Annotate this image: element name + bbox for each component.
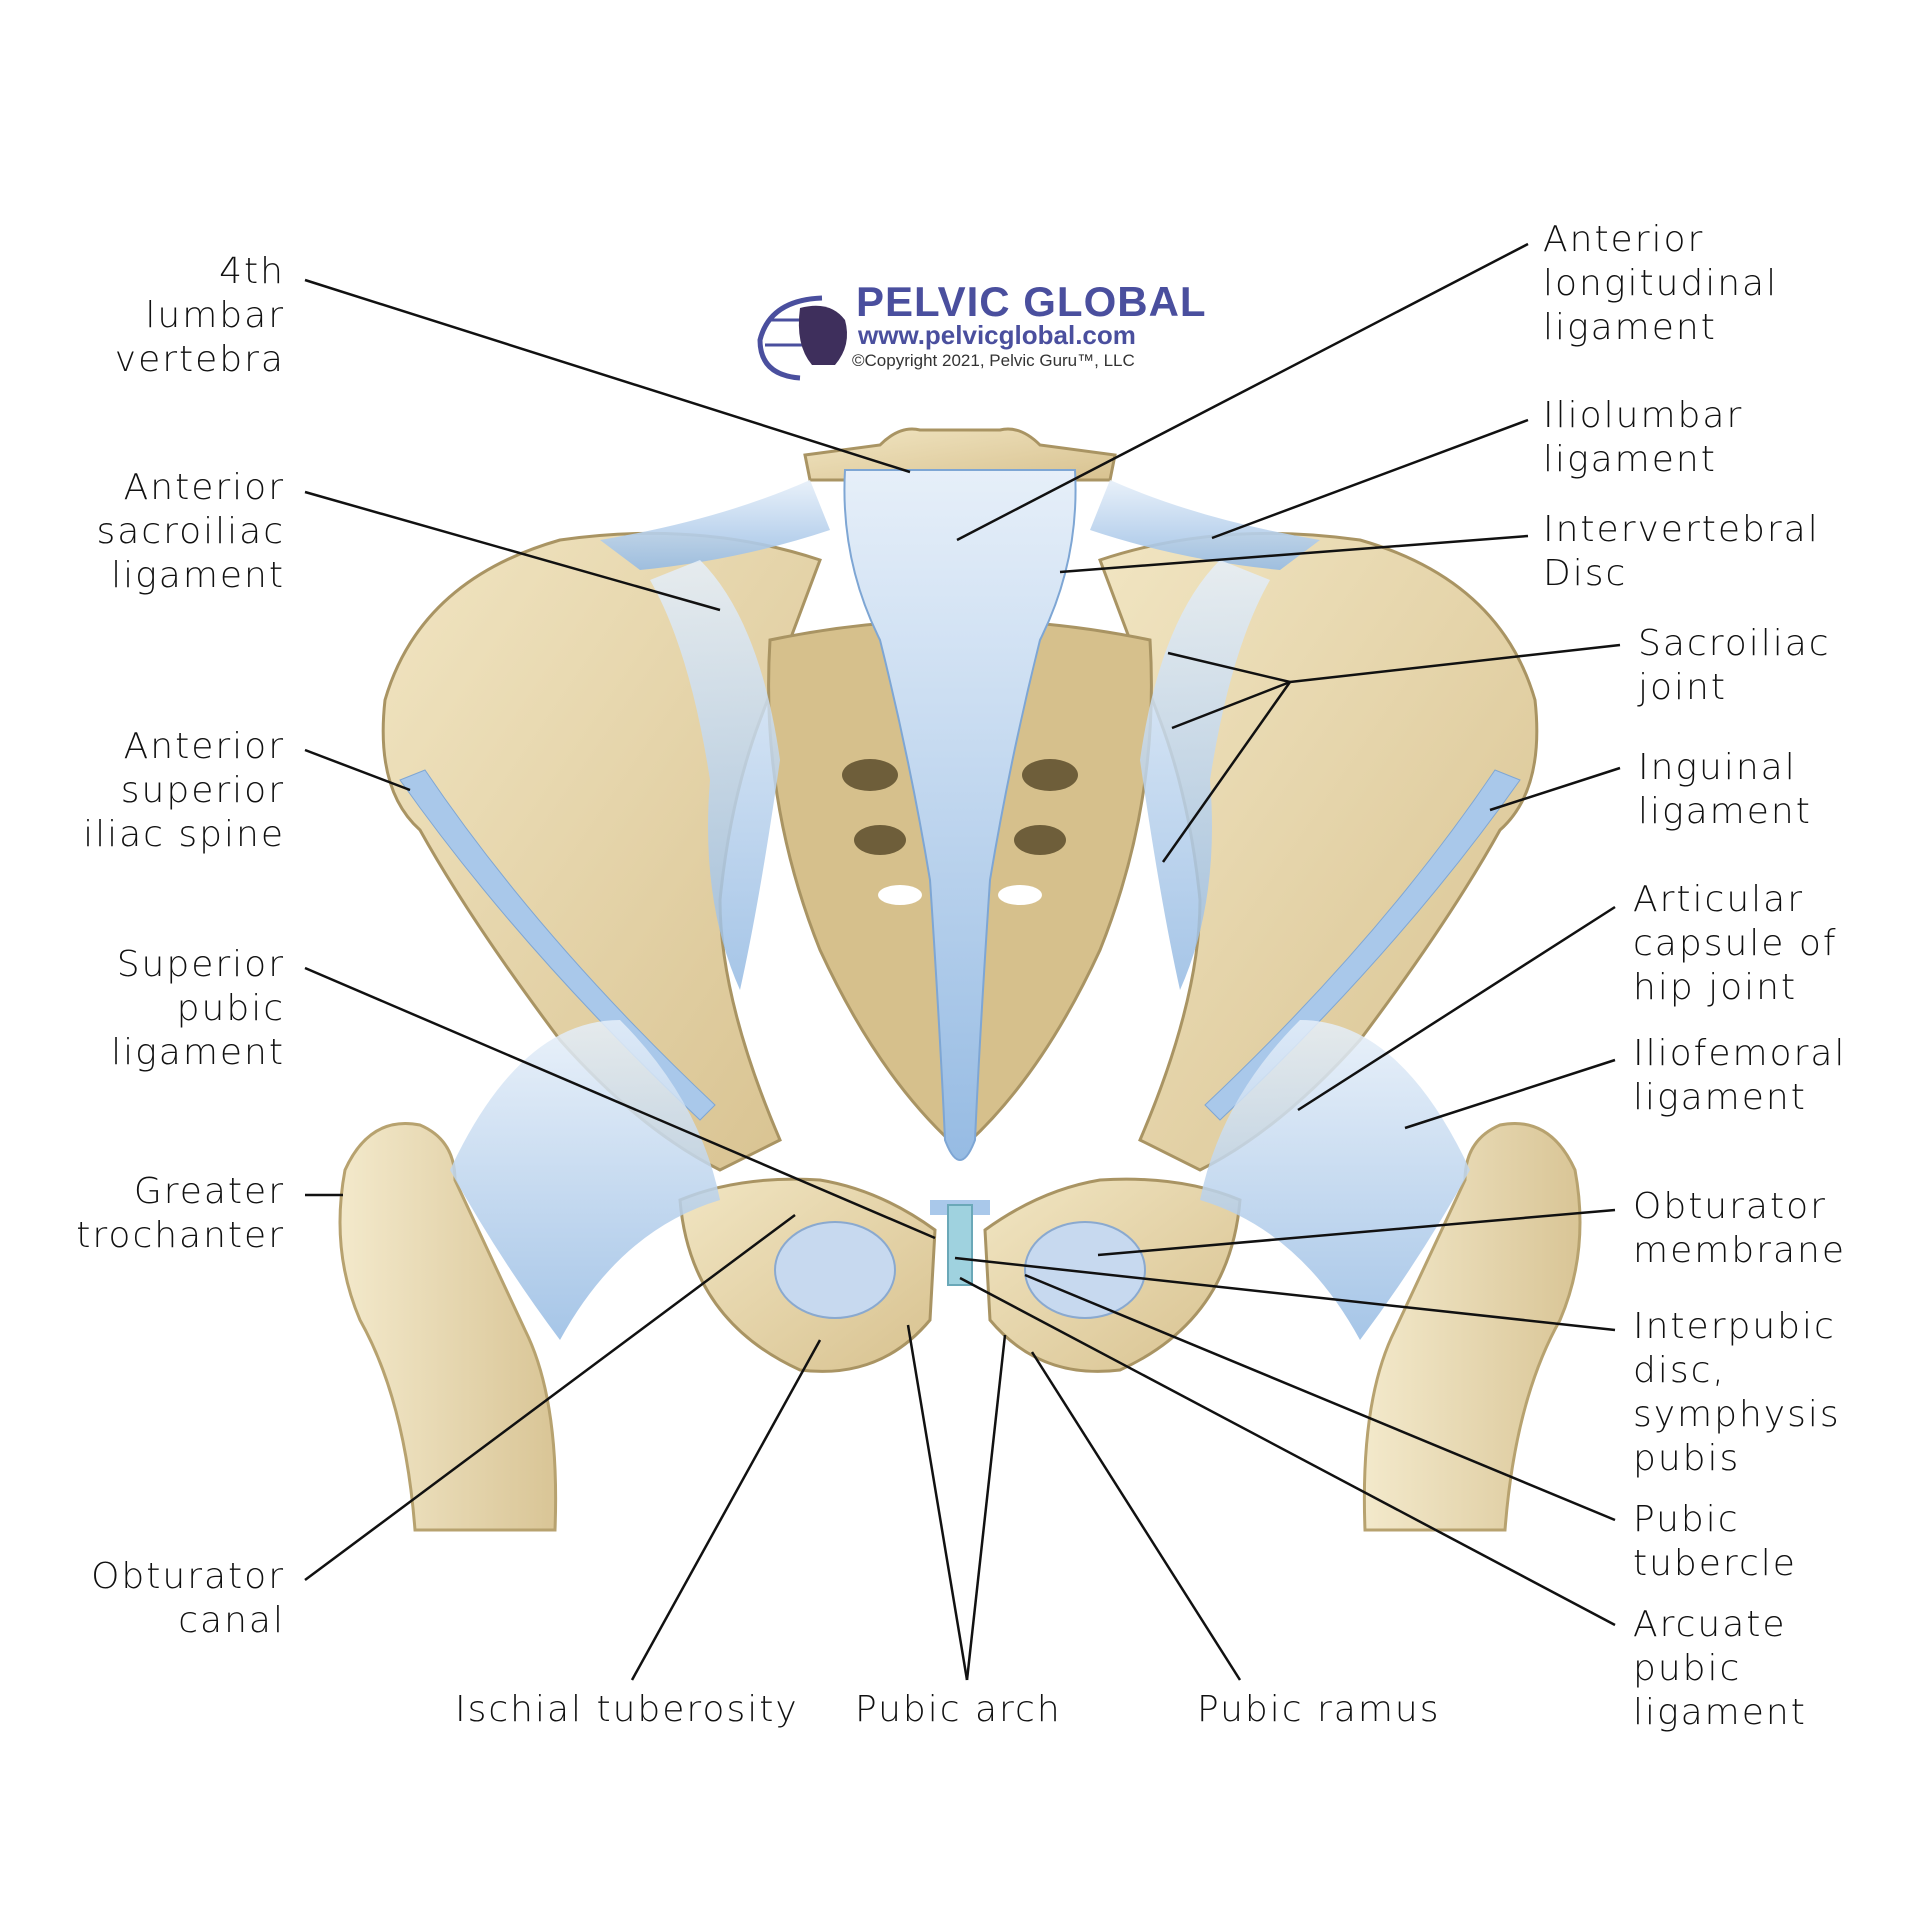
pelvic-global-logo-mark: [757, 295, 848, 381]
iliofemoral-ligament-right: [1200, 1020, 1470, 1340]
sacral-foramen-3: [854, 825, 906, 855]
left-obturator-foramen: [774, 1221, 896, 1319]
anterior-longitudinal-ligament: [843, 469, 1077, 1161]
anterior-sacroiliac-ligament-right: [1140, 560, 1270, 990]
sacral-foramen-4: [1014, 825, 1066, 855]
sacral-foramen-5: [878, 885, 922, 905]
label-ischial-tuberosity: Ischial tuberosity: [455, 1689, 799, 1730]
sacral-foramen-1: [842, 759, 898, 791]
iliolumbar-ligament-left: [600, 480, 830, 570]
label-pubic-ramus: Pubic ramus: [1197, 1689, 1441, 1730]
right-femur: [1362, 1122, 1582, 1532]
left-femur: [338, 1122, 558, 1532]
logo-title: PELVIC GLOBAL: [856, 278, 1207, 325]
sacral-foramen-6: [998, 885, 1042, 905]
inguinal-ligament-right: [1204, 769, 1521, 1121]
sacral-foramen-2: [1022, 759, 1078, 791]
leader-lines: [304, 242, 1621, 1681]
iliolumbar-ligament-right: [1090, 480, 1320, 570]
logo-copyright: ©Copyright 2021, Pelvic Guru™, LLC: [852, 351, 1135, 370]
inguinal-ligament-left: [399, 769, 716, 1121]
iliofemoral-ligament-left: [450, 1020, 720, 1340]
interpubic-disc: [947, 1204, 973, 1286]
anterior-sacroiliac-ligament-left: [650, 560, 780, 990]
logo-url: www.pelvicglobal.com: [858, 320, 1136, 350]
label-pubic-arch: Pubic arch: [855, 1689, 1062, 1730]
right-obturator-foramen: [1024, 1221, 1146, 1319]
lumbar-vertebra: [803, 427, 1117, 482]
